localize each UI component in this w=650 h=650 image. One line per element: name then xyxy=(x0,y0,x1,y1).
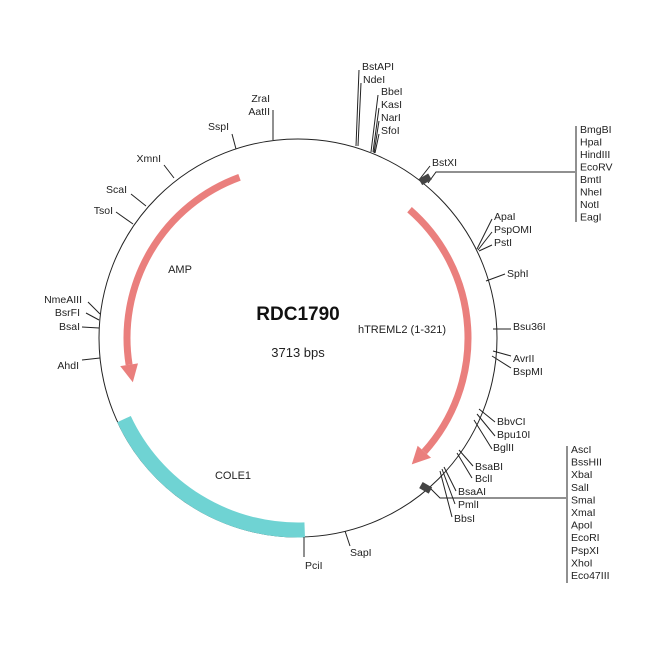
plasmid-size: 3713 bps xyxy=(271,345,325,360)
site-label[interactable]: XmnI xyxy=(136,153,161,165)
feature-label-cole1: COLE1 xyxy=(215,470,251,482)
site-label[interactable]: AhdI xyxy=(57,360,79,372)
site-label[interactable]: BsaI xyxy=(59,321,80,333)
site-label[interactable]: BmtI xyxy=(580,174,602,186)
site-label[interactable]: BspMI xyxy=(513,366,543,378)
site-label[interactable]: SalI xyxy=(571,482,589,494)
amp-feature-arrowhead xyxy=(120,363,138,383)
site-label[interactable]: NheI xyxy=(580,187,602,199)
site-label[interactable]: NdeI xyxy=(363,74,385,86)
site-label[interactable]: BglII xyxy=(493,442,514,454)
site-label[interactable]: ApaI xyxy=(494,211,516,223)
site-label[interactable]: BstAPI xyxy=(362,61,394,73)
site-label[interactable]: KasI xyxy=(381,99,402,111)
site-label[interactable]: SphI xyxy=(507,268,529,280)
feature-label-amp: AMP xyxy=(168,264,192,276)
site-label[interactable]: PspXI xyxy=(571,545,599,557)
site-label[interactable]: PciI xyxy=(305,560,323,572)
site-label[interactable]: NmeAIII xyxy=(44,294,82,306)
htreml2-feature-arrowhead xyxy=(411,445,432,465)
site-label[interactable]: HindIII xyxy=(580,149,610,161)
site-label[interactable]: BsaAI xyxy=(458,486,486,498)
site-label[interactable]: BbsI xyxy=(454,513,475,525)
site-label[interactable]: AatII xyxy=(248,106,270,118)
site-label[interactable]: BmgBI xyxy=(580,124,612,136)
site-label[interactable]: PstI xyxy=(494,237,512,249)
site-label[interactable]: HpaI xyxy=(580,137,602,149)
site-label[interactable]: EcoRI xyxy=(571,532,600,544)
mcs-box-1 xyxy=(418,173,432,186)
site-label[interactable]: Eco47III xyxy=(571,570,610,582)
cole1-feature-arc xyxy=(117,415,305,538)
site-label[interactable]: PmlI xyxy=(458,499,479,511)
site-label[interactable]: NotI xyxy=(580,199,599,211)
htreml2-feature-arc xyxy=(407,207,472,455)
site-label[interactable]: Bsu36I xyxy=(513,321,546,333)
site-label[interactable]: EagI xyxy=(580,212,602,224)
site-label[interactable]: BclI xyxy=(475,473,493,485)
site-label[interactable]: XmaI xyxy=(571,507,596,519)
site-label[interactable]: ScaI xyxy=(106,184,127,196)
amp-feature-arc xyxy=(123,174,241,366)
site-label[interactable]: AvrII xyxy=(513,353,534,365)
site-label[interactable]: BbeI xyxy=(381,86,403,98)
site-label[interactable]: BstXI xyxy=(432,157,457,169)
feature-label-htreml2: hTREML2 (1-321) xyxy=(358,324,446,336)
site-label[interactable]: PspOMI xyxy=(494,224,532,236)
mcs2-labels: AscI BssHII XbaI SalI SmaI XmaI ApoI Eco… xyxy=(571,444,610,582)
site-label[interactable]: BsaBI xyxy=(475,461,503,473)
site-label[interactable]: SmaI xyxy=(571,494,596,506)
mcs-box-2 xyxy=(419,482,433,494)
plasmid-name: RDC1790 xyxy=(256,304,339,325)
site-label[interactable]: XbaI xyxy=(571,469,593,481)
site-label[interactable]: SfoI xyxy=(381,125,400,137)
site-lines xyxy=(81,69,577,583)
site-label[interactable]: XhoI xyxy=(571,557,593,569)
site-label[interactable]: ZraI xyxy=(251,93,270,105)
site-label[interactable]: SapI xyxy=(350,547,372,559)
site-label[interactable]: Bpu10I xyxy=(497,429,530,441)
site-label[interactable]: NarI xyxy=(381,112,401,124)
site-label[interactable]: AscI xyxy=(571,444,591,456)
site-label[interactable]: EcoRV xyxy=(580,162,613,174)
mcs1-labels: BmgBI HpaI HindIII EcoRV BmtI NheI NotI … xyxy=(580,124,613,224)
site-label[interactable]: BssHII xyxy=(571,457,602,469)
site-labels: BstAPI NdeI BbeI KasI NarI SfoI BstXI Bm… xyxy=(44,61,612,582)
site-label[interactable]: BbvCI xyxy=(497,416,526,428)
site-label[interactable]: SspI xyxy=(208,121,229,133)
site-label[interactable]: TsoI xyxy=(94,205,113,217)
site-label[interactable]: BsrFI xyxy=(55,307,80,319)
site-label[interactable]: ApoI xyxy=(571,520,593,532)
